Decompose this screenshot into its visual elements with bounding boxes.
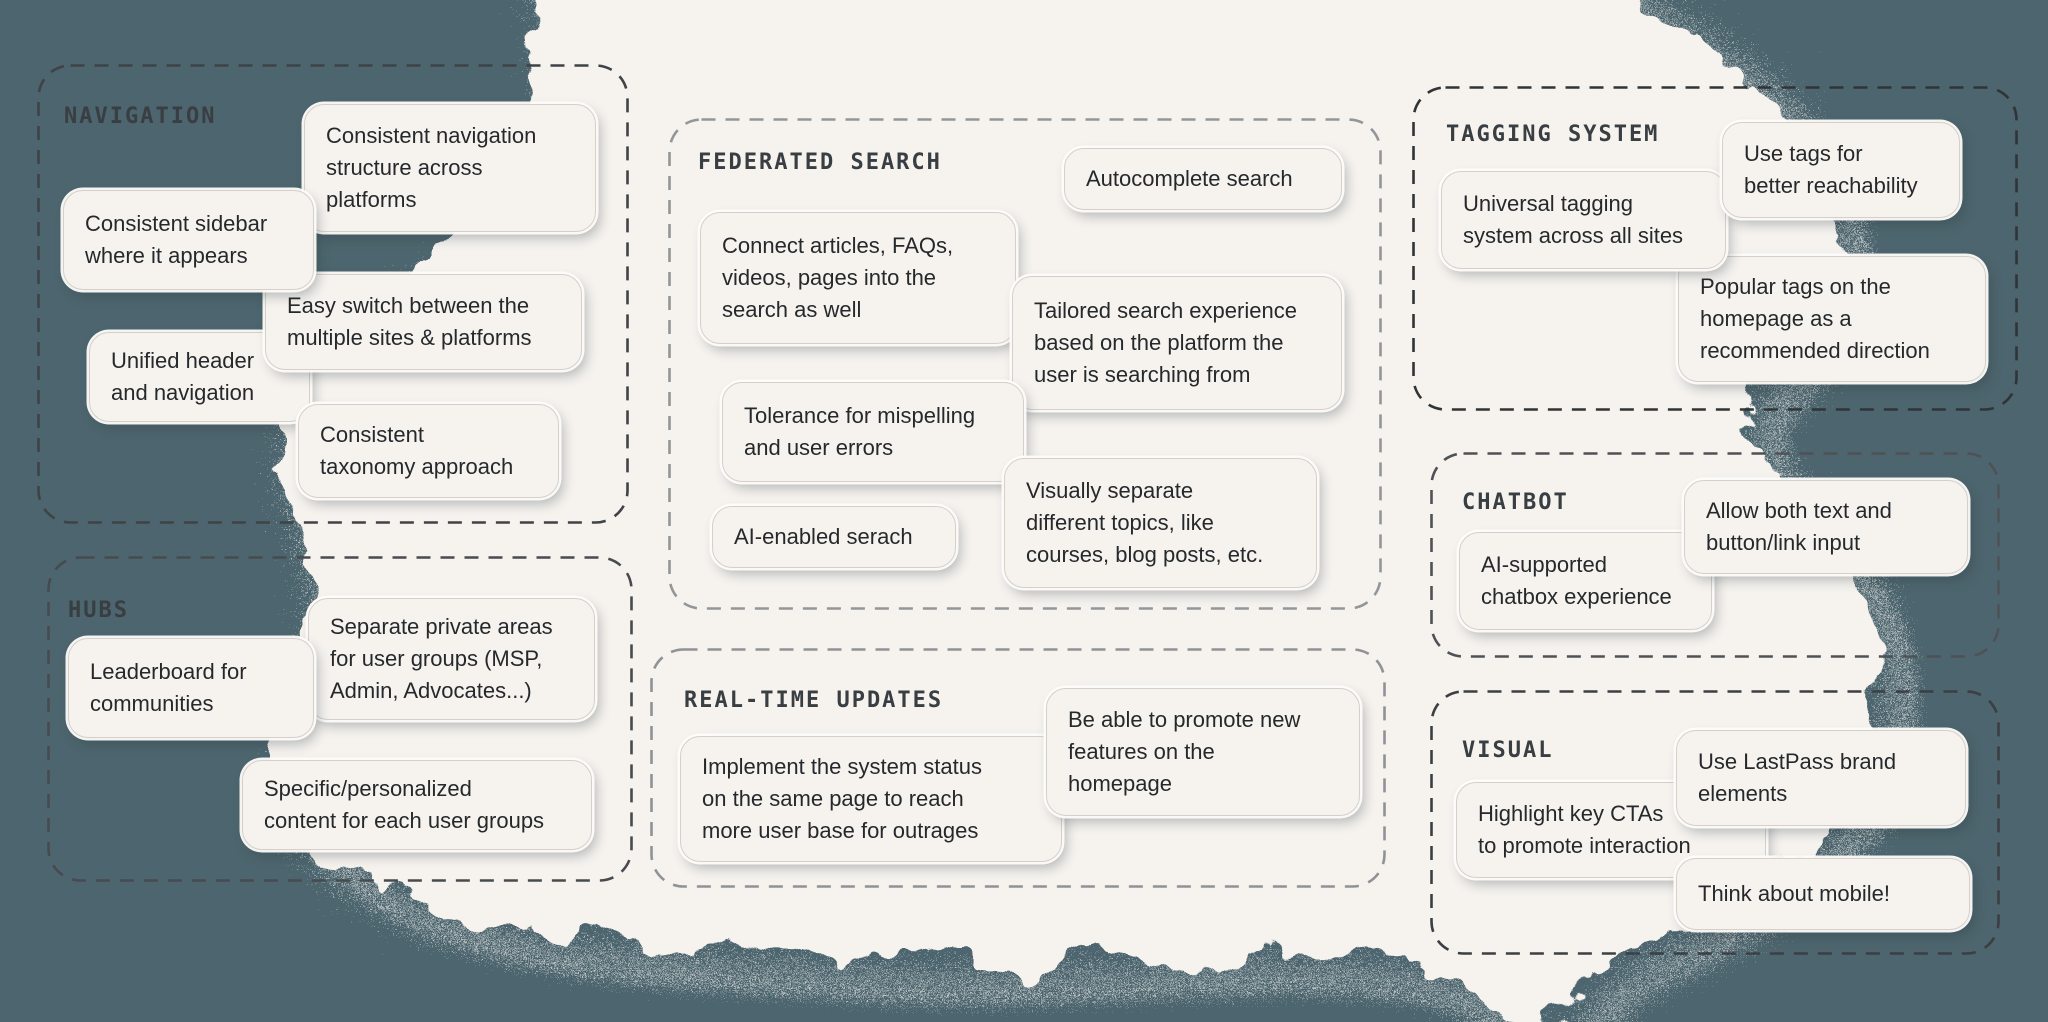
group-chatbot[interactable]: CHATBOT AI-supported chatbox experience … [1430,452,2000,658]
note-popular-tags-homepage[interactable]: Popular tags on the homepage as a recomm… [1678,256,1986,382]
note-allow-text-button-input[interactable]: Allow both text and button/link input [1684,480,1968,574]
group-hubs[interactable]: HUBS Separate private areas for user gro… [47,556,633,882]
group-tagging-system[interactable]: TAGGING SYSTEM Universal tagging system … [1412,86,2018,411]
group-label-federated-search: FEDERATED SEARCH [698,150,942,175]
note-easy-switch[interactable]: Easy switch between the multiple sites &… [265,274,582,370]
group-visual[interactable]: VISUAL Highlight key CTAs to promote int… [1430,690,2000,955]
note-use-tags-reachability[interactable]: Use tags for better reachability [1722,122,1960,218]
note-use-lastpass-brand[interactable]: Use LastPass brand elements [1676,730,1966,826]
group-label-tagging-system: TAGGING SYSTEM [1446,122,1660,147]
note-universal-tagging[interactable]: Universal tagging system across all site… [1441,171,1726,269]
note-tailored-search[interactable]: Tailored search experience based on the … [1012,276,1342,410]
note-ai-enabled-search[interactable]: AI-enabled serach [712,506,956,568]
group-real-time-updates[interactable]: REAL-TIME UPDATES Implement the system s… [650,648,1386,888]
note-consistent-sidebar[interactable]: Consistent sidebar where it appears [63,190,314,290]
note-separate-private-areas[interactable]: Separate private areas for user groups (… [308,598,595,720]
note-think-about-mobile[interactable]: Think about mobile! [1676,858,1970,930]
group-navigation[interactable]: NAVIGATION Consistent navigation structu… [37,64,629,524]
note-connect-articles[interactable]: Connect articles, FAQs, videos, pages in… [700,212,1016,344]
note-tolerance-mispelling[interactable]: Tolerance for mispelling and user errors [722,382,1024,482]
note-implement-system-status[interactable]: Implement the system status on the same … [680,736,1062,862]
group-label-navigation: NAVIGATION [64,104,217,129]
group-label-chatbot: CHATBOT [1462,490,1569,515]
group-federated-search[interactable]: FEDERATED SEARCH Autocomplete search Con… [668,118,1382,610]
note-visually-separate-topics[interactable]: Visually separate different topics, like… [1004,458,1317,588]
note-autocomplete-search[interactable]: Autocomplete search [1064,148,1342,210]
note-promote-new-features[interactable]: Be able to promote new features on the h… [1046,688,1360,816]
group-label-hubs: HUBS [68,598,129,623]
note-consistent-taxonomy[interactable]: Consistent taxonomy approach [298,404,559,498]
note-leaderboard-communities[interactable]: Leaderboard for communities [68,638,314,738]
group-label-real-time-updates: REAL-TIME UPDATES [684,688,944,713]
note-consistent-navigation-structure[interactable]: Consistent navigation structure across p… [304,104,596,232]
note-ai-supported-chatbox[interactable]: AI-supported chatbox experience [1459,532,1712,630]
group-label-visual: VISUAL [1462,738,1554,763]
note-specific-personalized-content[interactable]: Specific/personalized content for each u… [242,760,592,850]
